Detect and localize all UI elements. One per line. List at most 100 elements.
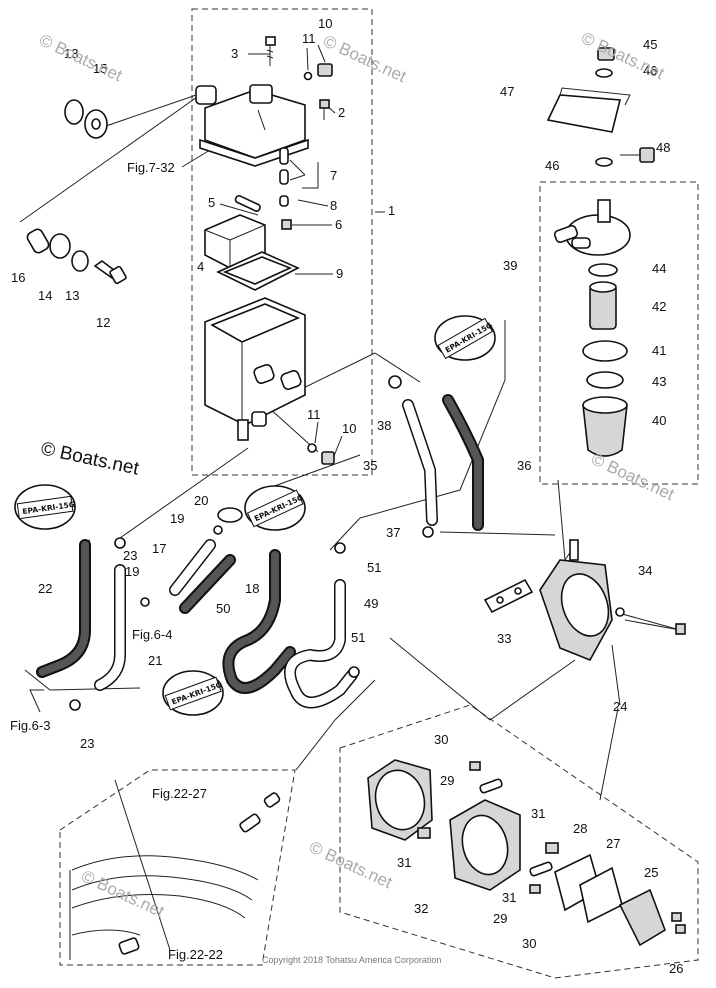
callout-17: 17 xyxy=(152,541,166,556)
hose-49 xyxy=(284,579,358,709)
clip-51-top xyxy=(334,542,346,554)
plate-33 xyxy=(483,578,534,614)
callout-22: 22 xyxy=(38,581,52,596)
gasket-9 xyxy=(216,251,300,291)
callout-32: 32 xyxy=(414,901,428,916)
callout-14: 14 xyxy=(38,288,52,303)
hose-35 xyxy=(402,399,438,526)
callout-46-bottom: 46 xyxy=(545,158,559,173)
clip-51-bottom xyxy=(348,666,360,678)
watermark-main: © Boats.net xyxy=(39,438,141,479)
callout-8: 8 xyxy=(330,198,337,213)
hose-50 xyxy=(222,549,296,694)
callout-29-top: 29 xyxy=(440,773,454,788)
epa-tag-2: EPA-KRI-15G xyxy=(244,485,306,531)
screws-30 xyxy=(469,761,541,894)
callout-24: 24 xyxy=(613,699,627,714)
callout-41: 41 xyxy=(652,343,666,358)
ref-fig7-32: Fig.7-32 xyxy=(127,160,175,175)
ring-43 xyxy=(586,371,624,389)
callout-15: 15 xyxy=(93,61,107,76)
element-42 xyxy=(589,281,617,330)
callout-49: 49 xyxy=(364,596,378,611)
fuel-pump-24 xyxy=(539,539,613,662)
callout-7: 7 xyxy=(330,168,337,183)
callout-3: 3 xyxy=(231,46,238,61)
callout-26: 26 xyxy=(669,961,683,976)
group-box-pump xyxy=(339,704,699,979)
cover-25 xyxy=(618,888,666,947)
callout-34: 34 xyxy=(638,563,652,578)
washer-46-bottom xyxy=(595,157,613,167)
callout-1: 1 xyxy=(388,203,395,218)
washer-13-bottom xyxy=(71,250,89,272)
figure-references: Fig.7-32 Fig.6-4 Fig.6-3 Fig.22-27 Fig.2… xyxy=(10,160,223,962)
callout-19-top: 19 xyxy=(170,511,184,526)
ref-fig6-4: Fig.6-4 xyxy=(132,627,172,642)
callout-50: 50 xyxy=(216,601,230,616)
callout-13-bottom: 13 xyxy=(65,288,79,303)
bracket-47 xyxy=(546,87,631,133)
ref-fig6-3: Fig.6-3 xyxy=(10,718,50,733)
callout-37: 37 xyxy=(386,525,400,540)
pump-cover-32 xyxy=(367,759,433,841)
grommet-13-top xyxy=(64,99,84,125)
watermark-faint-5: © Boats.net xyxy=(306,837,395,892)
watermark-faint-2: © Boats.net xyxy=(320,31,409,86)
callout-43: 43 xyxy=(652,374,666,389)
hose-21 xyxy=(94,564,126,691)
callout-31-right: 31 xyxy=(531,806,545,821)
bolts-34 xyxy=(614,607,686,635)
o-ring-44 xyxy=(588,263,618,277)
copyright: Copyright 2018 Tohatsu America Corporati… xyxy=(262,955,441,965)
bolt-48 xyxy=(620,147,655,163)
callout-42: 42 xyxy=(652,299,666,314)
screws-26 xyxy=(671,912,686,934)
callout-11-bottom: 11 xyxy=(307,407,321,422)
hose-joints-7 xyxy=(279,147,289,207)
washer-11-top xyxy=(303,71,313,81)
callout-19-left: 19 xyxy=(125,564,139,579)
ref-fig22-22: Fig.22-22 xyxy=(168,947,223,962)
epa-tag-4: EPA-KRI-15G xyxy=(434,315,496,361)
watermark-faint-6: © Boats.net xyxy=(78,866,167,921)
washer-46-top xyxy=(595,68,613,78)
callout-5: 5 xyxy=(208,195,215,210)
cup-40 xyxy=(582,396,628,457)
callouts: 1 2 3 4 5 6 7 8 9 10 10 11 11 12 13 13 1… xyxy=(11,16,683,976)
separator-cap xyxy=(195,84,309,167)
nut-45 xyxy=(597,47,615,61)
epa-tag-1: EPA-KRI-15G xyxy=(14,484,76,530)
callout-9: 9 xyxy=(336,266,343,281)
screw-2 xyxy=(319,99,330,120)
separator-body xyxy=(204,297,306,441)
cap-10-top xyxy=(317,63,333,77)
callout-51-bottom: 51 xyxy=(351,630,365,645)
float-4 xyxy=(204,214,266,269)
callout-47: 47 xyxy=(500,84,514,99)
leader-lines xyxy=(19,44,621,951)
clip-37 xyxy=(422,526,434,538)
plug-6 xyxy=(281,219,292,230)
cap-10-bottom xyxy=(321,451,335,465)
callout-31-mid: 31 xyxy=(502,890,516,905)
callout-10-top: 10 xyxy=(318,16,332,31)
callout-38: 38 xyxy=(377,418,391,433)
callout-18: 18 xyxy=(245,581,259,596)
pump-body xyxy=(449,799,521,891)
callout-48: 48 xyxy=(656,140,670,155)
grommet-14 xyxy=(49,233,71,259)
epa-tag-3: EPA-KRI-15G xyxy=(162,670,224,716)
hose-18 xyxy=(179,554,236,614)
group-box-separator xyxy=(191,8,373,476)
callout-46-top: 46 xyxy=(643,63,657,78)
callout-39: 39 xyxy=(503,258,517,273)
callout-16: 16 xyxy=(11,270,25,285)
callout-25: 25 xyxy=(644,865,658,880)
callout-35: 35 xyxy=(363,458,377,473)
clip-38 xyxy=(388,375,402,389)
washer-11-bottom xyxy=(307,443,317,453)
callout-13-top: 13 xyxy=(64,46,78,61)
clip-19-top xyxy=(213,525,223,535)
callout-45: 45 xyxy=(643,37,657,52)
